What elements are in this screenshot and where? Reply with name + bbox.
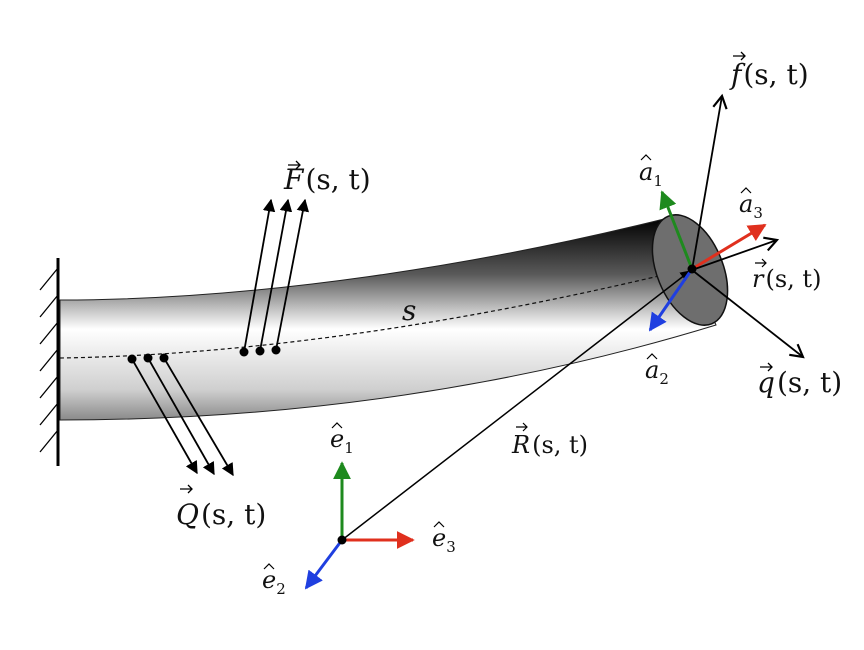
tip-point (687, 264, 697, 274)
a3-axis (691, 223, 767, 271)
label-e2: e2 (262, 566, 286, 598)
vector-bar-Q (180, 484, 193, 494)
label-e3: e3 (432, 524, 456, 556)
label-a3: a3 (739, 190, 763, 222)
hat-e3 (433, 521, 445, 528)
label-e1: e1 (330, 425, 354, 457)
vector-bar-r (755, 258, 767, 268)
inertial-frame (304, 461, 415, 590)
hat-a1 (640, 154, 652, 161)
hat-a2 (646, 353, 658, 360)
label-a2: a2 (645, 356, 669, 388)
position-vector-R (341, 270, 691, 541)
a2-axis (648, 268, 694, 332)
vector-bar-F (288, 160, 301, 170)
vector-bar-f (733, 51, 746, 61)
label-q: q(s, t) (757, 366, 842, 399)
label-R: R(s, t) (511, 431, 588, 459)
label-r: r(s, t) (752, 265, 821, 293)
arc-length-label: s (402, 294, 416, 327)
beam-body (59, 217, 717, 421)
distributed-moment-Q-arrows (131, 357, 234, 477)
hat-a3 (740, 187, 752, 194)
tip-vector-r (691, 236, 780, 271)
fixed-wall (39, 258, 60, 466)
e2-axis (304, 539, 344, 590)
a1-axis (659, 190, 694, 270)
hat-e1 (331, 422, 343, 429)
body-frame (648, 190, 767, 332)
vector-bar-R (516, 422, 528, 432)
label-f: f(s, t) (729, 58, 809, 91)
label-Q: Q(s, t) (176, 498, 266, 531)
tip-moment-q (691, 269, 805, 359)
distributed-force-F-arrows (243, 198, 310, 353)
label-F: F(s, t) (283, 163, 371, 196)
tip-force-f (691, 93, 728, 271)
hat-e2 (263, 563, 275, 570)
label-a1: a1 (639, 158, 663, 190)
vector-bar-q (760, 362, 773, 372)
